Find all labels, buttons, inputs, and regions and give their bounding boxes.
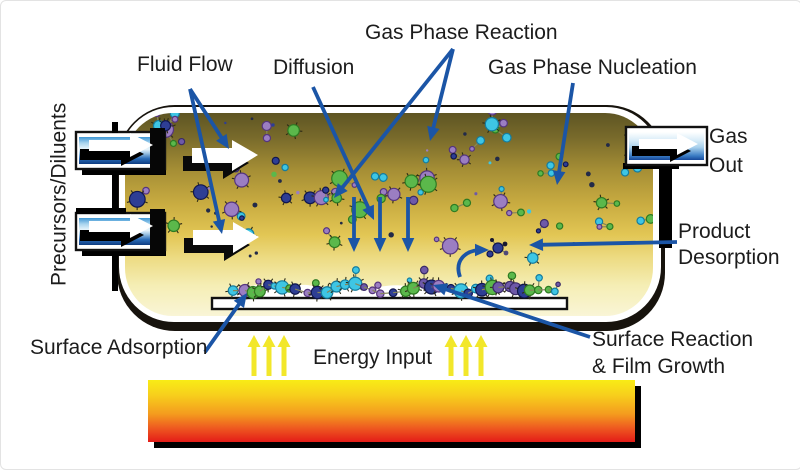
substrate-bar <box>212 298 567 309</box>
inlet-pipe-lower <box>76 209 166 256</box>
label-product-desorption: Product Desorption <box>678 219 780 271</box>
label-energy-input: Energy Input <box>313 346 432 371</box>
label-product-desorption-line2: Desorption <box>678 245 780 271</box>
label-gas-out-line2: Out <box>709 151 748 180</box>
wall-stub <box>112 122 118 133</box>
chamber-gas-volume <box>125 113 653 316</box>
label-diffusion: Diffusion <box>273 56 354 81</box>
label-gas-phase-nucleation: Gas Phase Nucleation <box>488 56 697 81</box>
wall-stub <box>76 208 126 214</box>
pipe-end-cap <box>150 209 165 255</box>
label-surface-reaction-line2: & Film Growth <box>592 353 753 380</box>
pipe-bracket-vertical <box>659 163 672 248</box>
inlet-pipe-upper <box>76 128 166 175</box>
label-surface-reaction-line1: Surface Reaction <box>592 326 753 353</box>
label-surface-adsorption: Surface Adsorption <box>30 336 207 361</box>
wall-stub <box>112 254 118 291</box>
wall-stub <box>112 173 118 214</box>
energy-arrow-icon <box>278 335 291 376</box>
heater-block <box>148 380 635 442</box>
label-product-desorption-line1: Product <box>678 219 780 245</box>
label-gas-out-line1: Gas <box>709 122 748 151</box>
label-gas-phase-reaction: Gas Phase Reaction <box>365 21 558 46</box>
energy-arrow-icon <box>460 335 473 376</box>
energy-arrow-icon <box>263 335 276 376</box>
label-surface-reaction: Surface Reaction & Film Growth <box>592 326 753 380</box>
label-gas-out: Gas Out <box>709 122 748 180</box>
energy-arrow-icon <box>248 335 261 376</box>
pipe-end-cap <box>150 128 165 174</box>
energy-arrow-icon <box>475 335 488 376</box>
label-fluid-flow: Fluid Flow <box>137 53 233 78</box>
label-precursors-diluents: Precursors/Diluents <box>48 99 73 289</box>
energy-arrow-icon <box>445 335 458 376</box>
